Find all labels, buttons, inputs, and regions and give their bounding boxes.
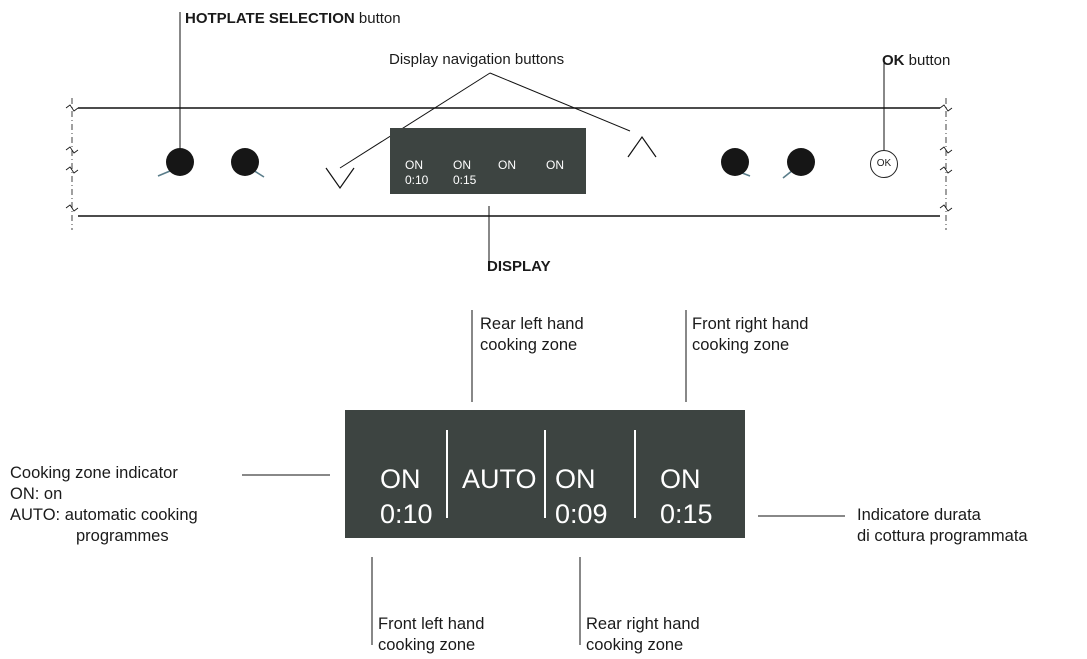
break-mark-right: [939, 104, 953, 212]
hotplate-selection-label: HOTPLATE SELECTION button: [185, 10, 401, 27]
knob-icon[interactable]: [721, 148, 749, 176]
zone-indicator-label: Cooking zone indicator ON: on AUTO: auto…: [10, 464, 198, 545]
big-display-zone-3: ON 0:09: [555, 464, 608, 529]
big-display: ON 0:10 AUTO ON 0:09 ON 0:15: [345, 410, 745, 538]
small-display-zone-3: ON: [498, 158, 516, 172]
chevron-up-icon: [627, 135, 657, 158]
small-display-zone-2: ON 0:15: [453, 158, 477, 187]
knob-icon[interactable]: [231, 148, 259, 176]
knob-icon[interactable]: [787, 148, 815, 176]
small-display-zone-4: ON: [546, 158, 564, 172]
display-label: DISPLAY: [487, 258, 551, 275]
small-display: ON 0:10 ON 0:15 ON ON: [390, 128, 586, 194]
big-display-zone-1: ON 0:10: [380, 464, 433, 529]
ok-button-label: OK button: [882, 52, 951, 69]
ok-button-icon[interactable]: OK: [870, 150, 898, 178]
chevron-down-icon: [325, 167, 355, 190]
break-mark-left: [65, 104, 79, 212]
knob-icon[interactable]: [166, 148, 194, 176]
small-display-zone-1: ON 0:10: [405, 158, 429, 187]
big-display-zone-4: ON 0:15: [660, 464, 713, 529]
big-display-zone-2: AUTO: [462, 464, 537, 494]
nav-buttons-label: Display navigation buttons: [389, 51, 565, 68]
